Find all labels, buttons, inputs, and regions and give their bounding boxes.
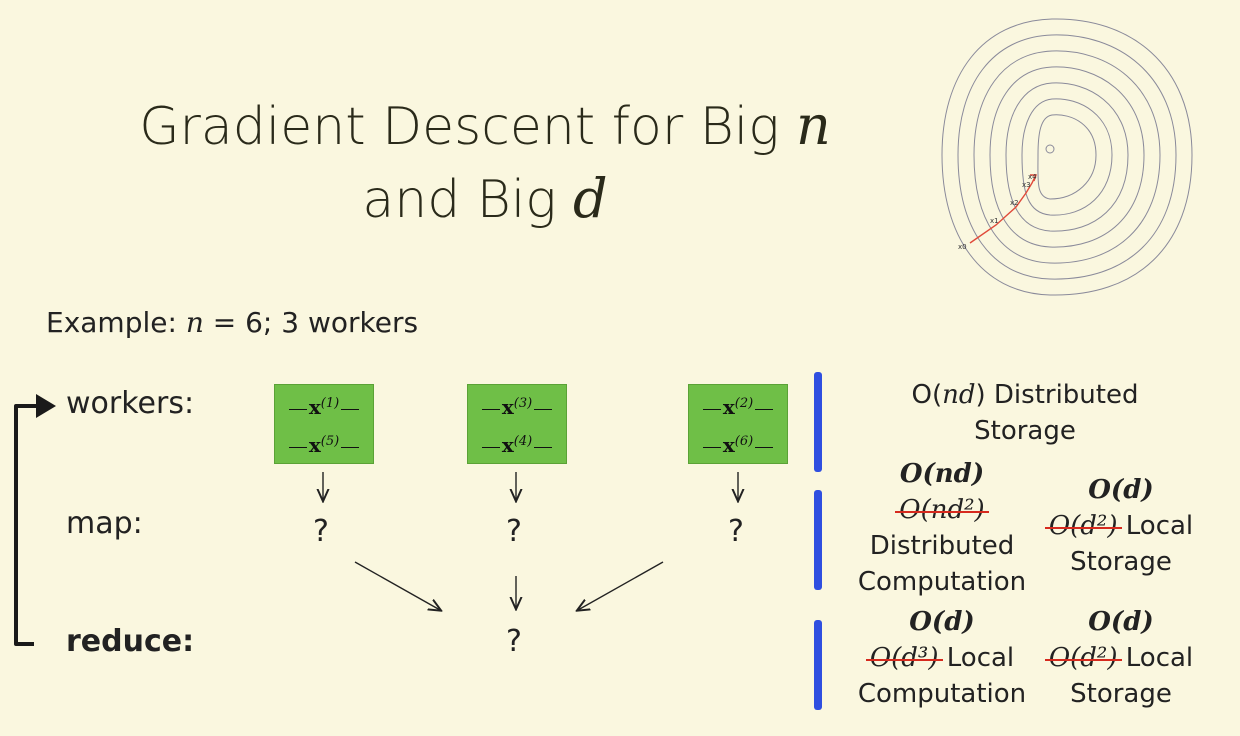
loop-back-arrow [14, 394, 56, 646]
worker-box-2: x(3) x(4) [467, 384, 567, 464]
title-var-d: d [573, 167, 608, 230]
row-label-workers: workers: [66, 386, 195, 421]
row-label-map: map: [66, 506, 143, 541]
worker-box-1: x(1) x(5) [274, 384, 374, 464]
contour-label-x1: x1 [990, 217, 999, 225]
reduce-computation-old: O(d³) [865, 640, 943, 676]
worker-box-3: x(2) x(6) [688, 384, 788, 464]
title-var-n: n [795, 94, 831, 157]
contour-center [1045, 144, 1055, 154]
divider-map [814, 490, 822, 590]
contour-plot-illustration: x0 x1 x2 x3 x4 [941, 18, 1193, 296]
arrow-map1-to-reduce [354, 561, 440, 610]
row-label-reduce: reduce: [66, 624, 195, 659]
loop-arrowhead [36, 394, 56, 418]
contour-label-x3: x3 [1022, 181, 1031, 189]
map-storage-new: O(d) [1088, 475, 1154, 505]
contour-ring [1021, 98, 1113, 216]
divider-workers [814, 372, 822, 472]
contour-ring [973, 50, 1161, 264]
contour-ring [941, 18, 1193, 296]
worker-1-data-bottom: x(5) [275, 433, 373, 457]
worker-2-data-bottom: x(4) [468, 433, 566, 457]
worker-2-data-top: x(3) [468, 395, 566, 419]
title-line-1: Gradient Descent for Big n [139, 94, 831, 157]
reduce-storage-old: O(d²) [1044, 640, 1122, 676]
map-output-2: ? [506, 514, 522, 549]
contour-ring [989, 66, 1145, 248]
map-output-1: ? [313, 514, 329, 549]
contour-label-x0: x0 [958, 243, 967, 251]
map-output-3: ? [728, 514, 744, 549]
map-storage-old: O(d²) [1044, 508, 1122, 544]
contour-ring [957, 34, 1177, 280]
map-computation-old: O(nd²) [895, 492, 990, 528]
map-computation-new: O(nd) [899, 459, 985, 489]
reduce-output: ? [506, 624, 522, 659]
arrow-map3-to-reduce [578, 561, 664, 610]
descent-arrowhead [1030, 174, 1037, 182]
title-line-2: and Big d [362, 167, 608, 230]
reduce-computation-note: O(d) O(d³) Local Computation [852, 604, 1032, 712]
worker-1-data-top: x(1) [275, 395, 373, 419]
contour-ring [1037, 114, 1097, 200]
loop-bracket [14, 404, 40, 646]
worker-3-data-bottom: x(6) [689, 433, 787, 457]
contour-label-x2: x2 [1010, 199, 1019, 207]
flow-arrows [0, 472, 800, 736]
contour-label-x4: x4 [1028, 173, 1037, 181]
example-text: Example: n = 6; 3 workers [46, 306, 419, 339]
map-storage-note: O(d) O(d²) Local Storage [1036, 472, 1206, 580]
contour-ring [1005, 82, 1129, 232]
page-title: Gradient Descent for Big n and Big d [110, 90, 860, 236]
workers-complexity-note: O(nd) Distributed Storage [911, 380, 1139, 446]
worker-3-data-top: x(2) [689, 395, 787, 419]
reduce-storage-new: O(d) [1088, 607, 1154, 637]
descent-path [969, 174, 1037, 244]
map-computation-note: O(nd) O(nd²) Distributed Computation [852, 456, 1032, 600]
reduce-storage-note: O(d) O(d²) Local Storage [1036, 604, 1206, 712]
reduce-computation-new: O(d) [909, 607, 975, 637]
divider-reduce [814, 620, 822, 710]
